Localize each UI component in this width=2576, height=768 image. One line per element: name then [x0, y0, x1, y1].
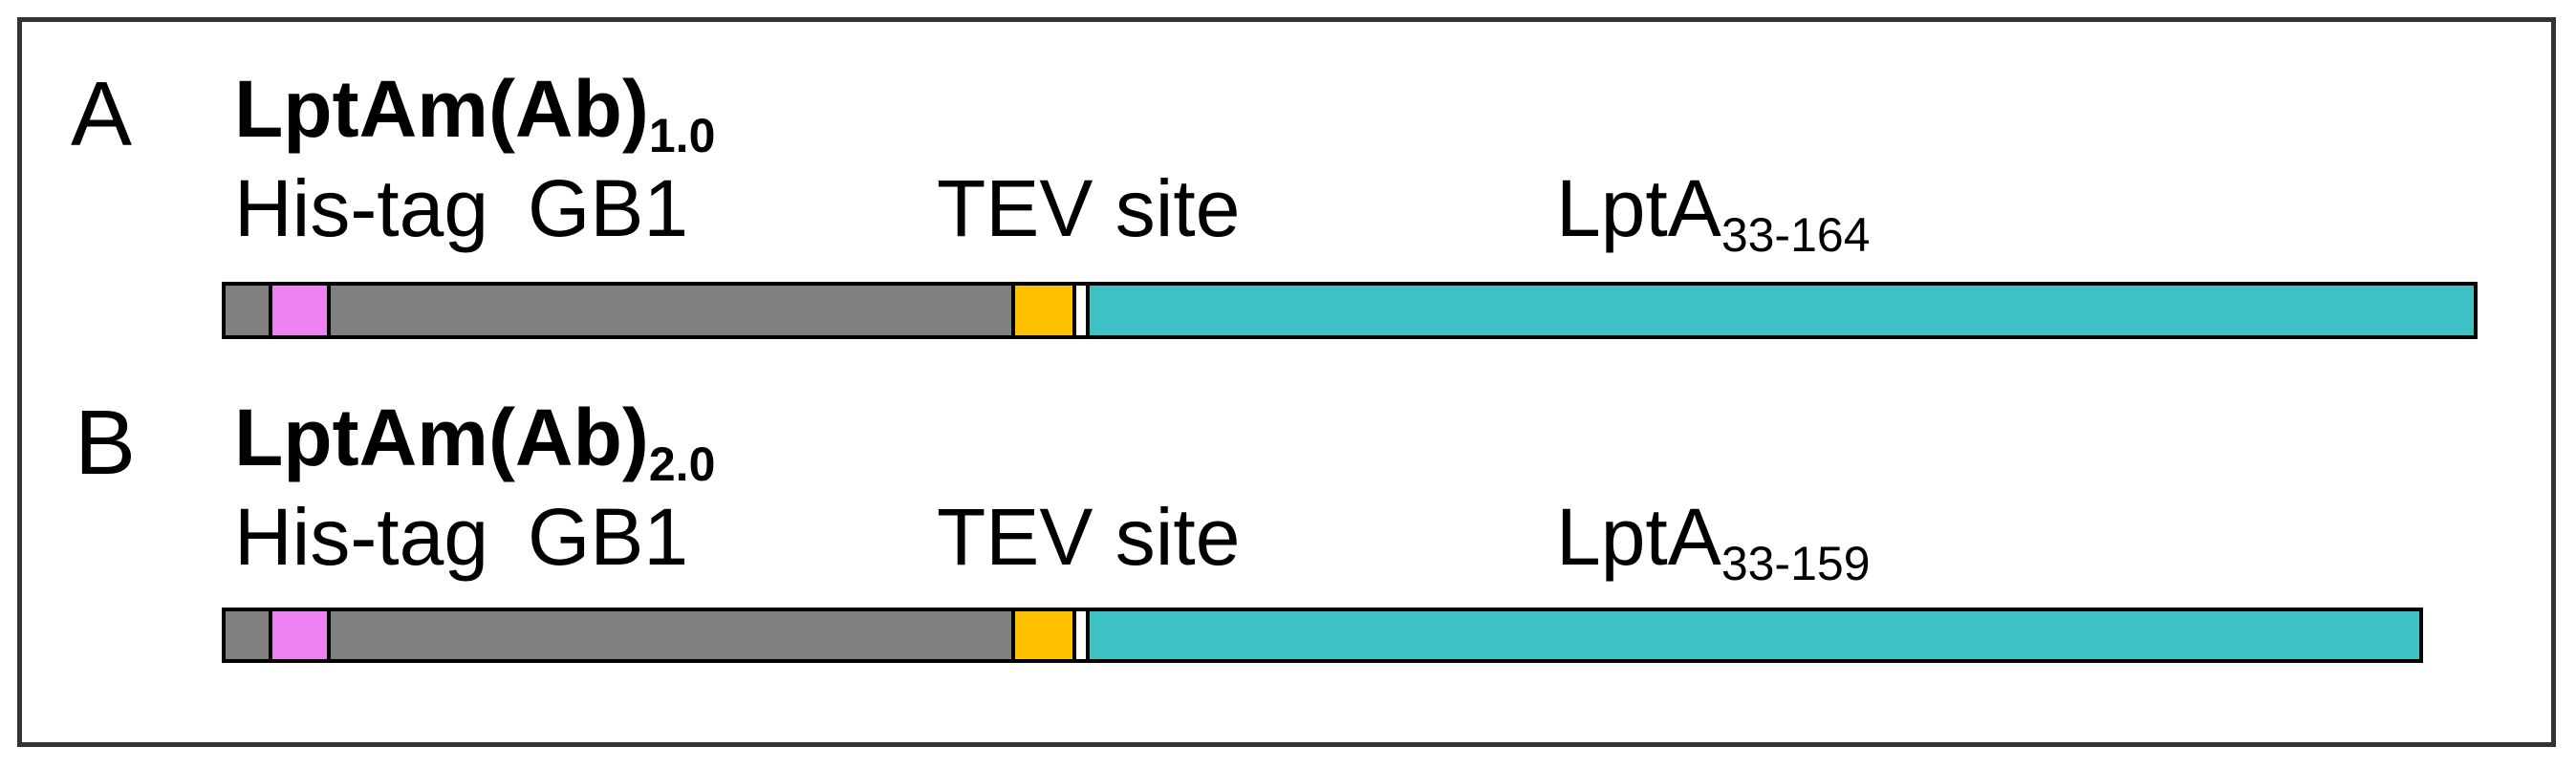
panel-a-construct-title: LptAm(Ab)1.0 — [234, 69, 715, 160]
panel-a-tev-site-segment — [1015, 286, 1076, 335]
panel-a-his-tag-segment — [272, 286, 331, 335]
panel-a-spacer-segment — [1076, 286, 1090, 335]
panel-a-his-tag-label: His-tag — [234, 163, 489, 253]
panel-a-letter: A — [71, 63, 133, 165]
panel-a-lpta-label: LptA33-164 — [1556, 168, 1871, 259]
panel-b-construct-version-subscript: 2.0 — [648, 437, 716, 491]
panel-b-letter: B — [75, 392, 137, 494]
panel-b-his-tag-segment — [272, 611, 331, 659]
panel-b-construct-title: LptAm(Ab)2.0 — [234, 397, 715, 488]
panel-b-lpta-residue-range-subscript: 33-159 — [1721, 537, 1871, 590]
panel-a-tev-site-label: TEV site — [937, 163, 1241, 253]
panel-a-lpta-name: LptA — [1556, 163, 1721, 253]
panel-b-spacer-segment — [1076, 611, 1090, 659]
panel-b-his-tag-label: His-tag — [234, 492, 489, 582]
panel-b-gb1-linker-segment — [331, 611, 1015, 659]
panel-b-linker-segment — [226, 611, 272, 659]
panel-b-lpta-label: LptA33-159 — [1556, 497, 1871, 587]
panel-a-construct-name: LptAm(Ab) — [234, 64, 649, 154]
panel-b-tev-site-label: TEV site — [937, 492, 1241, 582]
panel-b-tev-site-segment — [1015, 611, 1076, 659]
panel-a-gb1-linker-segment — [331, 286, 1015, 335]
panel-b-lpta-segment — [1090, 611, 2419, 659]
panel-a-construct-version-subscript: 1.0 — [648, 109, 716, 162]
panel-a-construct-bar — [222, 282, 2478, 339]
panel-b-construct-name: LptAm(Ab) — [234, 393, 649, 482]
panel-a-lpta-segment — [1090, 286, 2474, 335]
panel-a-gb1-label: GB1 — [528, 163, 689, 253]
panel-b-construct-bar — [222, 608, 2423, 663]
panel-b-lpta-name: LptA — [1556, 492, 1721, 582]
panel-a-lpta-residue-range-subscript: 33-164 — [1721, 208, 1871, 262]
panel-b-gb1-label: GB1 — [528, 492, 689, 582]
panel-a-linker-segment — [226, 286, 272, 335]
